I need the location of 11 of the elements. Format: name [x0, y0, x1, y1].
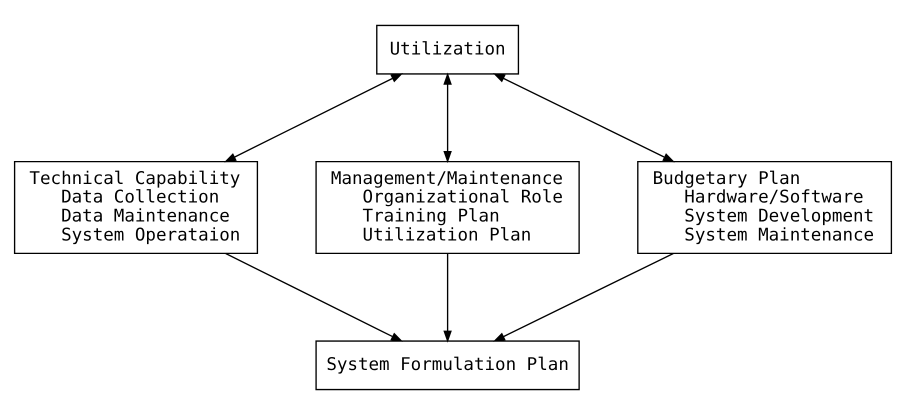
node-box: Utilization [376, 24, 519, 75]
arrow [442, 254, 452, 343]
arrow [442, 72, 452, 164]
arrow [492, 73, 675, 162]
node-box: Technical Capability Data Collection Data Maintenance System Operataion [13, 160, 258, 254]
arrow [224, 252, 403, 342]
arrow [492, 252, 674, 342]
arrow [224, 73, 403, 162]
node-box: Budgetary Plan Hardware/Software System Development System Maintenance [636, 160, 892, 254]
node-box: Management/Maintenance Organizational Role Training Plan Utilization Plan [314, 160, 580, 254]
node-box: System Formulation Plan [314, 340, 580, 390]
